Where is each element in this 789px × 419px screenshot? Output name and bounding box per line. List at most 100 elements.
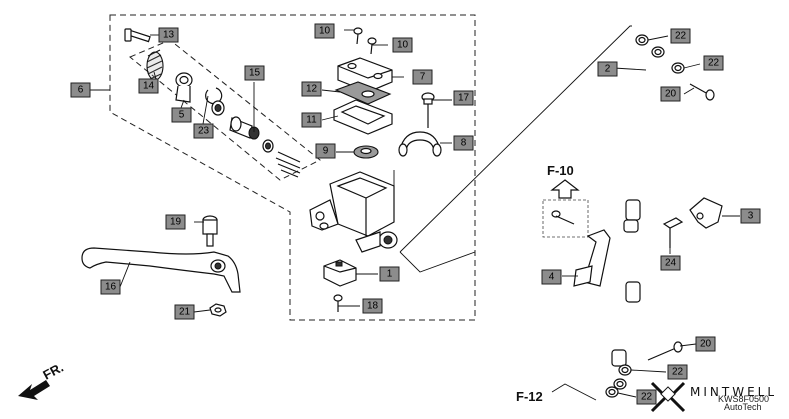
svg-text:20: 20 [665,89,677,100]
master-cylinder-group-border [109,14,476,321]
washer-22d [605,386,619,398]
lever-16 [81,247,241,293]
callout-13: 13 [158,27,179,43]
callout-8: 8 [453,135,474,151]
bolt-20b [647,341,683,361]
switch-1 [323,259,357,287]
piston-15 [211,100,301,178]
f12-leader [551,383,597,401]
callout-10-top: 10 [314,23,335,39]
svg-text:22: 22 [641,392,653,403]
callout-10-bottom: 10 [392,37,413,53]
callout-18: 18 [362,298,383,314]
svg-text:19: 19 [170,217,182,228]
svg-text:16: 16 [105,282,117,293]
svg-text:23: 23 [198,126,210,137]
svg-text:14: 14 [143,81,155,92]
callout-16: 16 [100,279,121,295]
plate-12 [334,81,392,105]
ref-f10: F-10 [547,163,574,178]
front-direction-label: FR. [40,360,66,383]
callout-20-top: 20 [660,86,681,102]
callout-1: 1 [379,266,400,282]
bolt-17 [421,92,435,128]
callout-3: 3 [740,208,761,224]
callout-23: 23 [193,123,214,139]
cap-7 [337,57,393,93]
callout-22-third: 22 [667,364,688,380]
svg-text:4: 4 [549,272,555,283]
svg-text:15: 15 [249,68,261,79]
svg-text:24: 24 [665,258,677,269]
screw-10a [344,27,363,45]
hose-routing-line [399,251,476,273]
svg-text:6: 6 [78,85,84,96]
callout-9: 9 [315,143,336,159]
svg-text:20: 20 [700,339,712,350]
callout-4: 4 [541,269,562,285]
brake-hose-2 [611,46,665,390]
svg-text:9: 9 [323,146,329,157]
callout-21: 21 [174,304,195,320]
screw-10b [367,37,377,55]
piston-kit-group-border [129,39,321,181]
svg-text:22: 22 [672,367,684,378]
diaphragm-11 [333,99,393,135]
callout-20-bottom: 20 [695,336,716,352]
svg-text:5: 5 [179,110,185,121]
callout-22-second: 22 [703,55,724,71]
svg-text:8: 8 [461,138,467,149]
svg-text:12: 12 [306,84,318,95]
svg-text:1: 1 [387,269,393,280]
svg-text:7: 7 [420,72,426,83]
pivot-bolt-19 [202,215,218,247]
washer-22c [618,364,632,376]
master-cylinder-body [309,171,398,253]
bolt-13 [124,28,151,43]
clamp-3 [689,197,723,229]
svg-text:21: 21 [179,307,191,318]
ref-f12: F-12 [516,389,543,404]
svg-text:17: 17 [458,93,470,104]
brand-name: MINTWELL [690,385,777,399]
boot-5 [175,72,193,103]
callout-22-top: 22 [670,28,691,44]
f10-arrow-icon [550,179,580,199]
svg-text:22: 22 [675,31,687,42]
callout-17: 17 [453,90,474,106]
f10-detail-border [542,199,589,238]
callout-7: 7 [412,69,433,85]
callout-15: 15 [244,65,265,81]
diagram-code: KWS8F0500 [718,394,769,404]
washer-22b [671,62,685,74]
callout-12: 12 [301,81,322,97]
brand-sub: AutoTech [724,402,762,412]
callout-24: 24 [660,255,681,271]
hose-routing-line-2 [399,25,632,253]
svg-text:11: 11 [306,115,317,126]
holder-8 [398,131,442,157]
cover-9 [353,145,379,159]
svg-text:22: 22 [708,58,720,69]
bolt-20a [689,83,715,101]
callout-22-bottom: 22 [636,389,657,405]
svg-text:10: 10 [319,26,331,37]
washer-22a [635,34,649,46]
svg-text:18: 18 [367,301,379,312]
callout-14: 14 [138,78,159,94]
brand-logo [650,381,686,413]
svg-text:2: 2 [605,64,611,75]
svg-text:3: 3 [748,211,754,222]
callout-5: 5 [171,107,192,123]
bolt-24 [662,217,684,248]
callout-19: 19 [165,214,186,230]
front-direction-arrow-icon [18,380,50,400]
callout-11: 11 [301,112,322,128]
bracket-4 [573,229,611,287]
callout-6: 6 [70,82,91,98]
f10-bolt [551,210,575,225]
svg-text:13: 13 [163,30,175,41]
svg-text:10: 10 [397,40,409,51]
callout-2: 2 [597,61,618,77]
